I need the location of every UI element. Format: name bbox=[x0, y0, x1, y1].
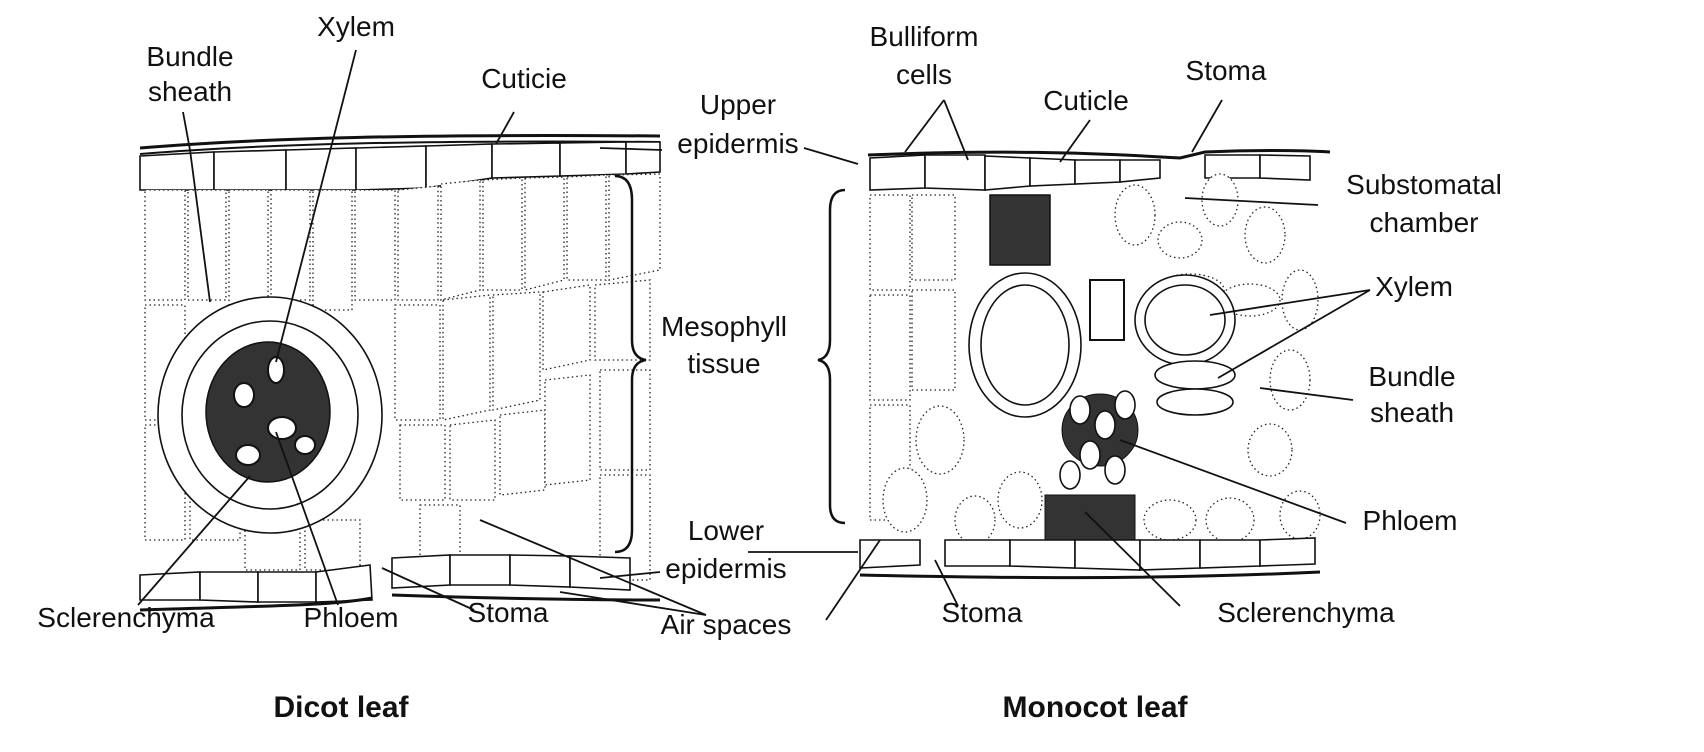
monocot-caption: Monocot leaf bbox=[1003, 691, 1189, 724]
label-lower-epidermis-line1: Lower bbox=[688, 515, 764, 546]
monocot-mesophyll-brace bbox=[818, 190, 845, 523]
monocot-label-cuticle: Cuticle bbox=[1043, 85, 1129, 116]
label-mesophyll-line2: tissue bbox=[687, 348, 760, 379]
dicot-label-bundle-sheath-line2: sheath bbox=[148, 76, 232, 107]
dicot-vascular-bundle bbox=[158, 297, 382, 533]
dicot-label-cuticle: Cuticie bbox=[481, 63, 567, 94]
monocot-label-sclerenchyma: Sclerenchyma bbox=[1217, 597, 1395, 628]
dicot-caption: Dicot leaf bbox=[273, 691, 409, 724]
dicot-label-sclerenchyma: Sclerenchyma bbox=[37, 602, 215, 633]
label-air-spaces: Air spaces bbox=[661, 609, 792, 640]
monocot-lower-epidermis bbox=[860, 538, 1320, 578]
monocot-label-stoma-bottom: Stoma bbox=[942, 597, 1023, 628]
dicot-leaf-drawing bbox=[140, 136, 660, 611]
dicot-label-xylem: Xylem bbox=[317, 11, 395, 42]
dicot-label-phloem: Phloem bbox=[304, 602, 399, 633]
monocot-upper-epidermis bbox=[870, 155, 1310, 190]
monocot-label-stoma-top: Stoma bbox=[1186, 55, 1267, 86]
monocot-label-xylem: Xylem bbox=[1375, 271, 1453, 302]
monocot-label-bulliform-line2: cells bbox=[896, 59, 952, 90]
label-lower-epidermis-line2: epidermis bbox=[665, 553, 786, 584]
monocot-label-substomatal-line2: chamber bbox=[1370, 207, 1479, 238]
dicot-label-bundle-sheath-line1: Bundle bbox=[146, 41, 233, 72]
monocot-label-bundle-sheath-line2: sheath bbox=[1370, 397, 1454, 428]
label-upper-epidermis-line1: Upper bbox=[700, 89, 776, 120]
monocot-label-bulliform-line1: Bulliform bbox=[870, 21, 979, 52]
monocot-leaf-drawing bbox=[818, 151, 1330, 578]
monocot-label-substomatal-line1: Substomatal bbox=[1346, 169, 1502, 200]
label-upper-epidermis-line2: epidermis bbox=[677, 128, 798, 159]
monocot-label-bundle-sheath-line1: Bundle bbox=[1368, 361, 1455, 392]
dicot-label-stoma: Stoma bbox=[468, 597, 549, 628]
label-mesophyll-line1: Mesophyll bbox=[661, 311, 787, 342]
monocot-label-phloem: Phloem bbox=[1363, 505, 1458, 536]
